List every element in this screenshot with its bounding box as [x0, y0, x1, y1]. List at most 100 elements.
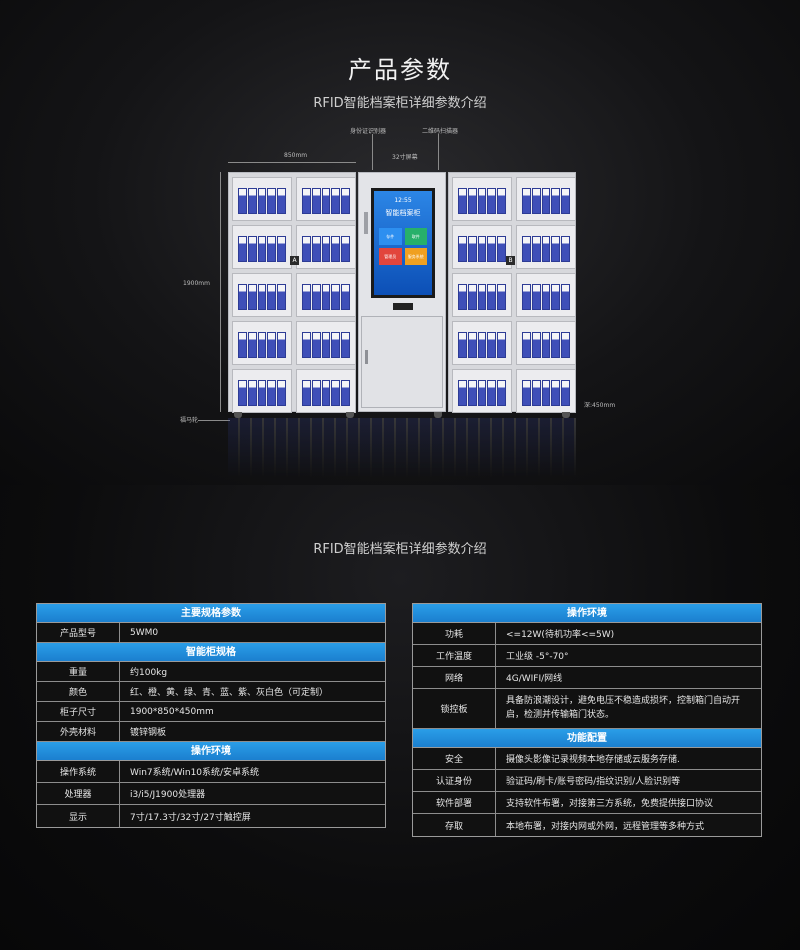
- row-value: i3/i5/J1900处理器: [130, 790, 206, 800]
- table-header-main-specs: 主要规格参数: [37, 604, 385, 623]
- table-header-operating-env: 操作环境: [413, 604, 761, 623]
- width-dimension-line: [228, 162, 356, 163]
- control-unit-lower-door: [361, 316, 443, 408]
- locker-compartment: [232, 177, 292, 221]
- row-key: 工作温度: [413, 645, 496, 666]
- table-header-operating-env: 操作环境: [37, 742, 385, 761]
- row-key: 功耗: [413, 623, 496, 644]
- id-reader-pointer-line: [372, 134, 373, 170]
- locker-compartment: [452, 225, 512, 269]
- screen-tile-admin: 管理员: [379, 248, 402, 265]
- row-key: 网络: [413, 667, 496, 688]
- table-row: 显示 7寸/17.3寸/32寸/27寸触控屏: [37, 805, 385, 827]
- row-key: 重量: [37, 662, 120, 681]
- locker-compartment: [516, 177, 576, 221]
- table-row: 功耗 <=12W(待机功率<=5W): [413, 623, 761, 645]
- table-row: 外壳材料 镀锌钢板: [37, 722, 385, 742]
- locker-compartment: [452, 273, 512, 317]
- screen-time: 12:55: [394, 197, 412, 204]
- locker-compartment: [232, 321, 292, 365]
- annotation-screen-size: 32寸屏幕: [392, 154, 418, 161]
- locker-compartment: [232, 225, 292, 269]
- row-value: 约100kg: [130, 668, 168, 678]
- row-key: 产品型号: [37, 623, 120, 642]
- row-key: 柜子尺寸: [37, 702, 120, 721]
- left-locker-bank: [228, 172, 356, 413]
- screen-tile-service: 服务系统: [404, 248, 427, 265]
- spec-table-right: 操作环境 功耗 <=12W(待机功率<=5W) 工作温度 工业级 -5°-70°…: [412, 603, 762, 837]
- screen-tile-retrieve: 取件: [404, 228, 427, 245]
- locker-compartment: [232, 369, 292, 413]
- row-value: 摄像头影像记录视频本地存储或云服务存储.: [506, 755, 680, 765]
- table-header-cabinet-specs: 智能柜规格: [37, 643, 385, 662]
- locker-compartment: [232, 273, 292, 317]
- row-value: 工业级 -5°-70°: [506, 652, 569, 662]
- caster-pointer-line: [198, 420, 230, 421]
- spec-table-left: 主要规格参数 产品型号 5WM0 智能柜规格 重量 约100kg 颜色 红、橙、…: [36, 603, 386, 828]
- screen-tile-deposit: 存件: [379, 228, 402, 245]
- cabinet-reflection: [228, 418, 576, 478]
- annotation-width: 850mm: [284, 152, 308, 159]
- locker-compartment: [516, 273, 576, 317]
- row-value: 验证码/刷卡/账号密码/指纹识别/人脸识别等: [506, 777, 681, 787]
- section-subtitle: RFID智能档案柜详细参数介绍: [313, 542, 487, 557]
- row-value: 7寸/17.3寸/32寸/27寸触控屏: [130, 812, 251, 823]
- locker-compartment: [296, 273, 356, 317]
- annotation-height: 1900mm: [183, 280, 210, 287]
- row-key: 安全: [413, 748, 496, 769]
- table-row: 处理器 i3/i5/J1900处理器: [37, 783, 385, 805]
- annotation-caster: 福马轮: [180, 417, 199, 424]
- annotation-qr-scanner: 二维码扫描器: [422, 128, 459, 135]
- locker-compartment: [296, 177, 356, 221]
- qr-scanner-pointer-line: [438, 134, 439, 170]
- table-row: 锁控板 具备防浪潮设计，避免电压不稳造成损坏，控制箱门自动开启，检测并传输箱门状…: [413, 689, 761, 729]
- right-locker-bank: [448, 172, 576, 413]
- cabinet-badge-a: A: [290, 256, 299, 265]
- caster-wheel: [234, 412, 242, 418]
- row-key: 外壳材料: [37, 722, 120, 741]
- row-key: 操作系统: [37, 761, 120, 782]
- table-row: 操作系统 Win7系统/Win10系统/安卓系统: [37, 761, 385, 783]
- row-value: 1900*850*450mm: [130, 706, 214, 717]
- caster-wheel: [346, 412, 354, 418]
- lower-door-knob: [365, 350, 368, 364]
- annotation-id-reader: 身份证识别器: [350, 128, 387, 135]
- table-row: 颜色 红、橙、黄、绿、青、蓝、紫、灰白色（可定制）: [37, 682, 385, 702]
- table-row: 网络 4G/WIFI/网线: [413, 667, 761, 689]
- row-value: 4G/WIFI/网线: [506, 674, 563, 684]
- row-key: 软件部署: [413, 792, 496, 813]
- row-key: 显示: [37, 805, 120, 827]
- locker-compartment: [452, 369, 512, 413]
- row-value: 镀锌钢板: [130, 728, 167, 738]
- locker-compartment: [516, 225, 576, 269]
- row-key: 处理器: [37, 783, 120, 804]
- page-subtitle: RFID智能档案柜详细参数介绍: [313, 96, 487, 111]
- table-row: 存取 本地布署，对接内网或外网，远程管理等多种方式: [413, 814, 761, 836]
- locker-compartment: [452, 177, 512, 221]
- caster-wheel: [562, 412, 570, 418]
- archive-cabinet-illustration: A 12:55 智能档案柜 存件 取件 管理员 服务系统: [228, 172, 576, 418]
- table-header-features: 功能配置: [413, 729, 761, 748]
- row-value: 5WM0: [130, 627, 159, 638]
- caster-wheel: [434, 412, 442, 418]
- locker-compartment: [452, 321, 512, 365]
- touch-screen: 12:55 智能档案柜 存件 取件 管理员 服务系统: [371, 188, 435, 298]
- locker-compartment: [296, 369, 356, 413]
- locker-compartment: [516, 321, 576, 365]
- row-value: 支持软件布署，对接第三方系统，免费提供接口协议: [506, 799, 714, 809]
- row-value: 本地布署，对接内网或外网，远程管理等多种方式: [506, 821, 705, 832]
- row-value: Win7系统/Win10系统/安卓系统: [130, 768, 260, 778]
- height-dimension-line: [220, 172, 221, 412]
- cabinet-badge-b: B: [506, 256, 515, 265]
- table-row: 安全 摄像头影像记录视频本地存储或云服务存储.: [413, 748, 761, 770]
- row-value: 红、橙、黄、绿、青、蓝、紫、灰白色（可定制）: [130, 688, 329, 698]
- row-value: 具备防浪潮设计，避免电压不稳造成损坏，控制箱门自动开启，检测并传输箱门状态。: [506, 696, 741, 720]
- page-title: 产品参数: [348, 56, 452, 84]
- door-handle: [364, 212, 368, 234]
- locker-compartment: [296, 321, 356, 365]
- row-key: 锁控板: [413, 689, 496, 728]
- row-key: 存取: [413, 814, 496, 836]
- table-row: 产品型号 5WM0: [37, 623, 385, 643]
- scanner-slot: [393, 303, 413, 310]
- row-key: 认证身份: [413, 770, 496, 791]
